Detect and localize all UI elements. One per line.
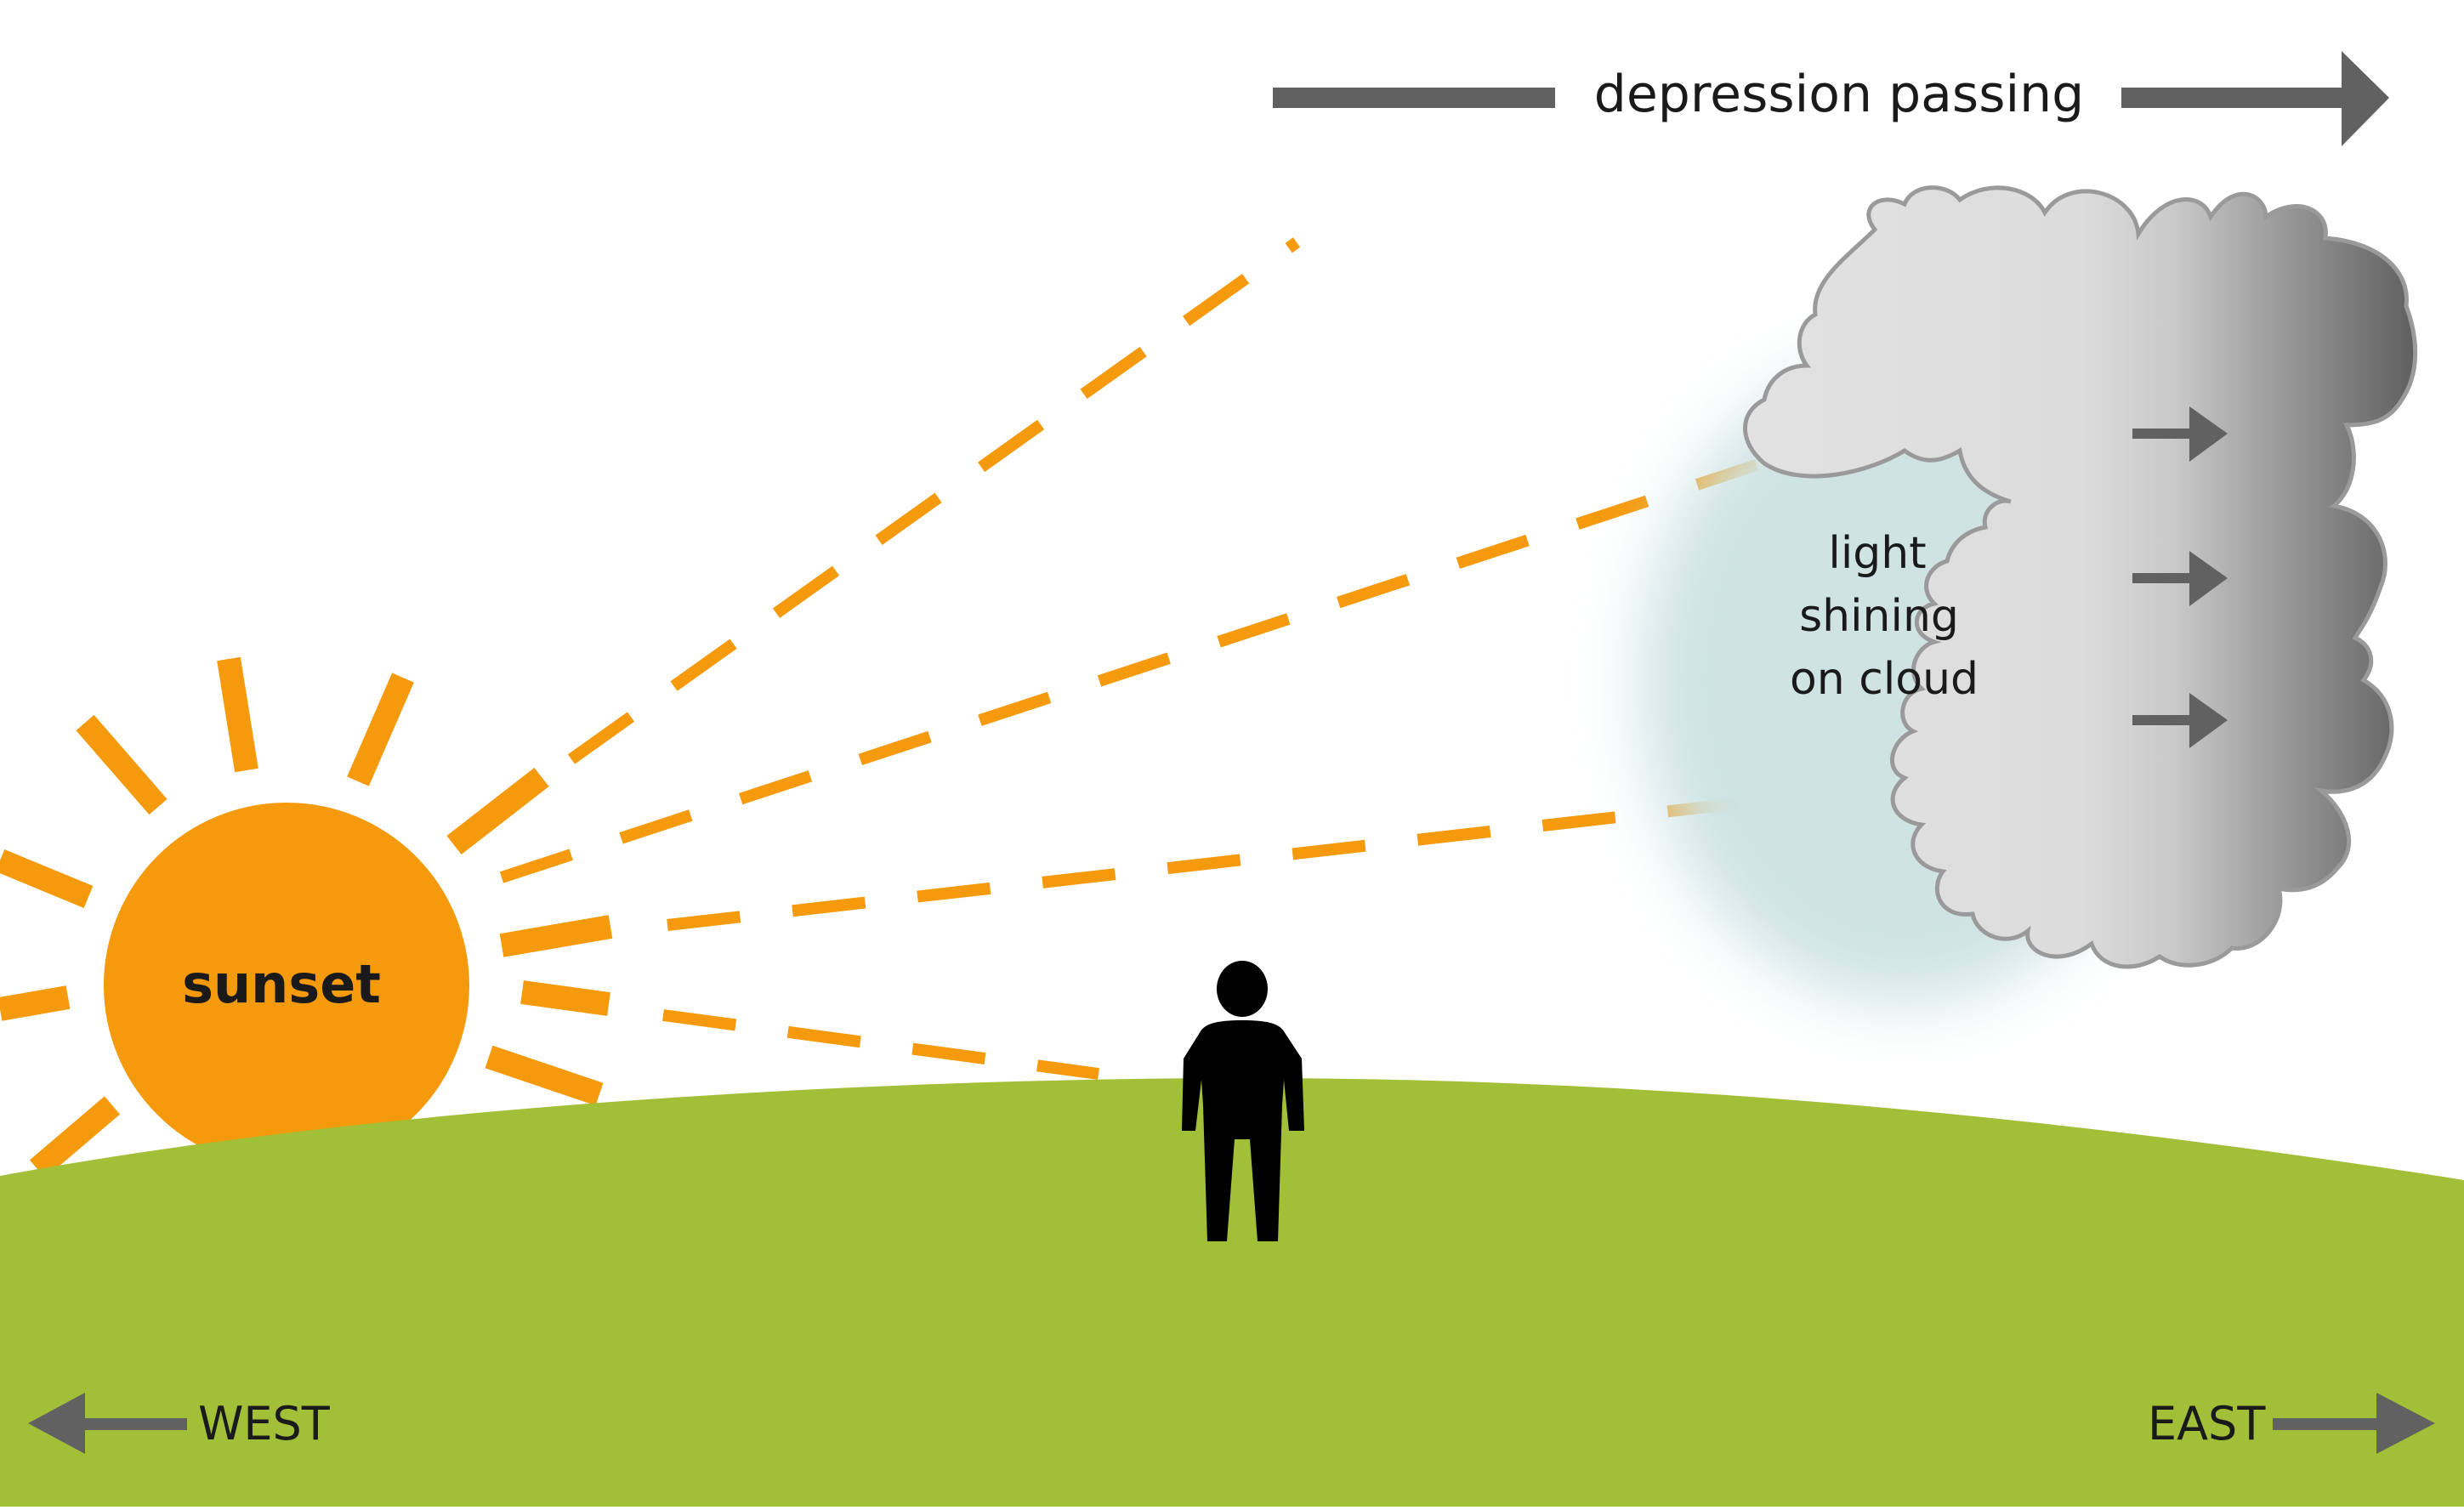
light-rays bbox=[499, 237, 1970, 1080]
cloud-movement-arrows bbox=[2132, 406, 2228, 748]
cloud-arrow bbox=[2132, 693, 2228, 748]
sun-spikes bbox=[0, 656, 613, 1178]
sun-spike bbox=[485, 1045, 604, 1106]
sun-label: sunset bbox=[182, 953, 381, 1015]
right-arrow-icon bbox=[2342, 51, 2389, 146]
cloud-label-line-1: light bbox=[1828, 528, 1926, 579]
cloud-label: light shining on cloud bbox=[1790, 528, 1979, 705]
depression-passing-arrow: depression passing bbox=[1273, 51, 2389, 146]
depression-arrow-left-bar bbox=[1273, 88, 1555, 108]
sun-spike bbox=[0, 985, 71, 1021]
west-arrow: WEST bbox=[28, 1393, 331, 1454]
cloud-label-line-2: shining bbox=[1799, 591, 1959, 642]
cloud-icon bbox=[1743, 185, 2418, 969]
person-icon bbox=[1182, 961, 1304, 1241]
sun-spike bbox=[0, 849, 94, 908]
sun-spike bbox=[347, 673, 414, 786]
light-ray-middle bbox=[667, 771, 1970, 931]
depression-arrow-right-bar bbox=[2121, 88, 2348, 108]
cloud-arrow-shaft bbox=[2132, 429, 2194, 439]
light-ray-upper bbox=[499, 459, 1759, 883]
right-arrow-icon bbox=[2189, 551, 2228, 606]
west-label: WEST bbox=[198, 1397, 331, 1450]
sun-spike bbox=[446, 767, 549, 855]
cloud-arrow bbox=[2132, 406, 2228, 462]
sun-spike bbox=[29, 1096, 121, 1178]
person-head bbox=[1217, 961, 1268, 1017]
person-body bbox=[1182, 1020, 1304, 1241]
light-ray-low bbox=[662, 1009, 1099, 1080]
east-label: EAST bbox=[2148, 1397, 2266, 1450]
light-ray-high bbox=[567, 237, 1301, 764]
left-arrow-icon bbox=[28, 1393, 85, 1454]
ground bbox=[0, 1078, 2464, 1507]
west-arrow-shaft bbox=[83, 1418, 187, 1430]
east-arrow-shaft bbox=[2273, 1418, 2379, 1430]
sun-spike bbox=[520, 980, 610, 1016]
right-arrow-icon bbox=[2189, 406, 2228, 462]
sun-spike bbox=[499, 915, 613, 957]
cloud-arrow-shaft bbox=[2132, 573, 2194, 583]
east-arrow: EAST bbox=[2148, 1393, 2435, 1454]
right-arrow-icon bbox=[2376, 1393, 2435, 1454]
cloud-arrow-shaft bbox=[2132, 715, 2194, 725]
sun-spike bbox=[217, 656, 258, 773]
cloud-label-line-3: on cloud bbox=[1790, 654, 1979, 705]
sun-icon bbox=[104, 803, 469, 1168]
cloud-arrow bbox=[2132, 551, 2228, 606]
right-arrow-icon bbox=[2189, 693, 2228, 748]
depression-label: depression passing bbox=[1594, 65, 2085, 124]
sun-spike bbox=[76, 714, 167, 815]
